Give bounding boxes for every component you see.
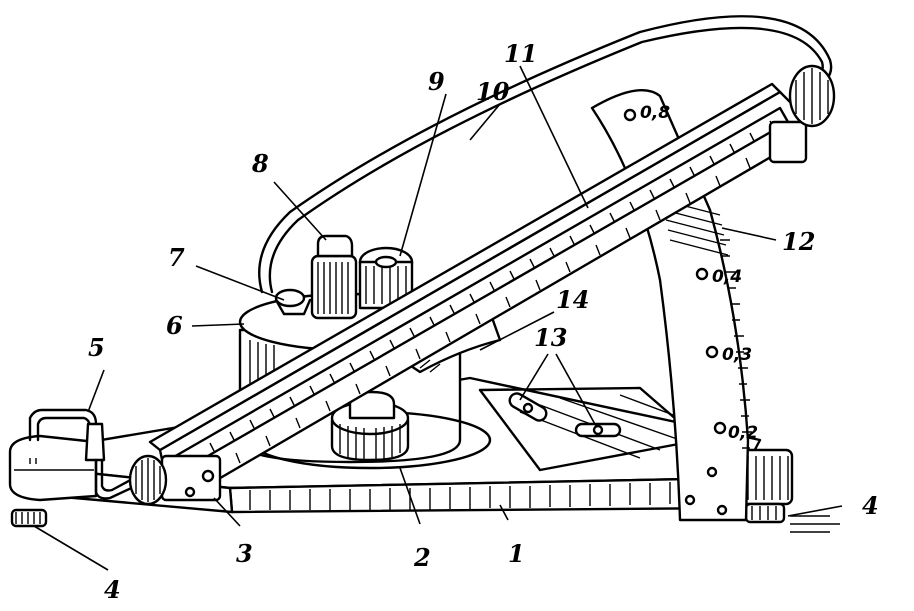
- callout-4-right: 4: [862, 491, 879, 520]
- adjusting-knob: [330, 390, 410, 462]
- leader-2: [399, 467, 421, 525]
- small-valve: [274, 288, 312, 316]
- three-way-valve: [310, 234, 358, 320]
- leader-4-left: [33, 525, 109, 571]
- callout-13: 13: [534, 323, 567, 352]
- callout-5: 5: [88, 333, 105, 362]
- sector-hatching: [661, 199, 729, 256]
- leader-1: [499, 504, 509, 521]
- leader-14: [479, 311, 555, 351]
- leader-lines: [33, 65, 843, 571]
- valve-plug: [358, 246, 414, 310]
- leader-11: [519, 65, 589, 209]
- connector-fitting: [28, 408, 142, 500]
- leader-4-right: [787, 505, 843, 517]
- leader-3: [213, 497, 241, 527]
- inclined-measuring-tube: [128, 64, 836, 506]
- leader-13: [519, 353, 597, 427]
- callout-7: 7: [168, 243, 185, 272]
- leader-5: [87, 369, 105, 413]
- leader-6: [191, 323, 245, 327]
- levelling-foot-right: [740, 448, 840, 533]
- callout-12: 12: [782, 227, 815, 256]
- left-end-block: [8, 434, 98, 502]
- callout-10: 10: [476, 77, 510, 106]
- callout-3: 3: [236, 539, 253, 568]
- flexible-hose: [258, 15, 833, 294]
- leader-7: [195, 265, 285, 301]
- leader-12: [721, 227, 777, 241]
- callout-11: 11: [504, 39, 537, 68]
- leader-9: [399, 93, 447, 257]
- callout-6: 6: [166, 311, 183, 340]
- callout-9: 9: [428, 67, 445, 96]
- leader-8: [273, 181, 327, 241]
- callout-14: 14: [556, 285, 589, 314]
- callout-8: 8: [251, 149, 269, 178]
- scale-value-04: 0,4: [712, 267, 742, 287]
- levelling-foot-left: [10, 508, 48, 528]
- scale-value-02: 0,2: [728, 423, 758, 443]
- locking-slots: [508, 392, 622, 438]
- callout-4-left: 4: [104, 575, 121, 604]
- scale-value-03: 0,3: [722, 345, 752, 365]
- sector-graduations: [720, 239, 752, 449]
- leader-10: [469, 103, 501, 141]
- callout-1: 1: [508, 539, 525, 568]
- scale-value-08: 0,8: [640, 103, 670, 123]
- callout-2: 2: [413, 543, 431, 572]
